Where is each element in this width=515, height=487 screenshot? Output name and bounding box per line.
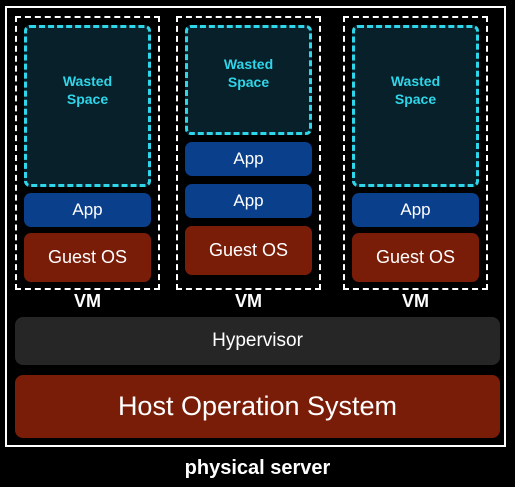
wasted-space-2-line-2: Space: [227, 74, 270, 90]
vm-box-2: Wasted Space App App Guest OS: [176, 16, 321, 290]
vm-box-3: Wasted Space App Guest OS: [343, 16, 488, 290]
wasted-space-3: Wasted Space: [352, 25, 479, 187]
physical-server-frame: [5, 6, 506, 447]
wasted-space-1-line-1: Wasted: [62, 73, 113, 89]
vm-3-app: App: [352, 193, 479, 227]
vm-2-app-top: App: [185, 142, 312, 176]
vm-2-app-bottom: App: [185, 184, 312, 218]
wasted-space-2: Wasted Space: [185, 25, 312, 135]
vm-1-label: VM: [74, 291, 101, 311]
hypervisor-layer: Hypervisor: [15, 317, 500, 365]
vm-2-label: VM: [235, 291, 262, 311]
wasted-space-3-line-2: Space: [394, 91, 437, 107]
vm-3-guest-os: Guest OS: [352, 233, 479, 282]
diagram-caption: physical server: [184, 457, 331, 479]
vm-2-guest-os: Guest OS: [185, 226, 312, 275]
wasted-space-1-line-2: Space: [66, 91, 109, 107]
host-os-layer: Host Operation System: [15, 375, 500, 438]
wasted-space-2-line-1: Wasted: [223, 56, 274, 72]
vm-1-guest-os: Guest OS: [24, 233, 151, 282]
wasted-space-3-line-1: Wasted: [390, 73, 441, 89]
vm-3-label: VM: [402, 291, 429, 311]
vm-1-app: App: [24, 193, 151, 227]
vm-box-1: Wasted Space App Guest OS: [15, 16, 160, 290]
wasted-space-1: Wasted Space: [24, 25, 151, 187]
